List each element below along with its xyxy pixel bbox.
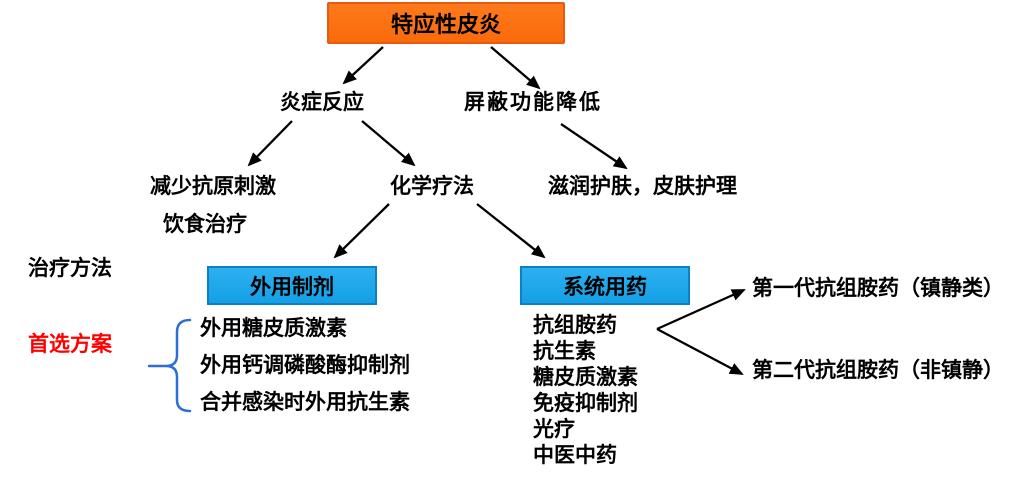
systemic-item-list: 抗组胺药 抗生素 糖皮质激素 免疫抑制剂 光疗 中医中药 — [533, 313, 638, 469]
node-atopic-dermatitis: 特应性皮炎 — [327, 2, 565, 44]
node-topical-preparations: 外用制剂 — [207, 266, 377, 305]
systemic-item: 中医中药 — [533, 444, 617, 467]
arrow-chemo-to-topical — [333, 203, 390, 259]
arrow-antihistamine-to-gen2 — [656, 327, 744, 376]
node-diet-therapy: 饮食治疗 — [163, 213, 247, 236]
node-reduce-antigen: 减少抗原刺激 — [150, 175, 276, 198]
systemic-item: 抗组胺药 — [533, 314, 617, 337]
preferred-brace — [165, 318, 192, 413]
node-moisturize: 滋润护肤，皮肤护理 — [548, 175, 737, 198]
systemic-item: 糖皮质激素 — [533, 366, 638, 389]
label-treatment-method: 治疗方法 — [28, 257, 112, 280]
systemic-item: 光疗 — [533, 418, 575, 441]
node-chemotherapy: 化学疗法 — [390, 175, 474, 198]
label-preferred-plan: 首选方案 — [28, 333, 112, 356]
systemic-item: 抗生素 — [533, 340, 596, 363]
node-systemic-medication-label: 系统用药 — [563, 275, 647, 299]
node-second-gen-antihistamine: 第二代抗组胺药（非镇静） — [752, 359, 1004, 382]
arrow-inflammation-to-chemo — [361, 120, 416, 167]
systemic-item: 免疫抑制剂 — [533, 392, 638, 415]
node-first-gen-antihistamine: 第一代抗组胺药（镇静类） — [752, 277, 1004, 300]
arrow-root-to-barrier — [490, 46, 541, 90]
topical-item: 外用钙调磷酸酶抑制剂 — [200, 354, 410, 377]
topical-item: 外用糖皮质激素 — [200, 317, 347, 340]
arrow-inflammation-to-antigen — [247, 120, 293, 167]
node-barrier-decline: 屏蔽功能降低 — [464, 91, 602, 114]
topical-item: 合并感染时外用抗生素 — [200, 391, 410, 414]
arrow-chemo-to-systemic — [476, 203, 546, 259]
arrow-root-to-inflammation — [342, 46, 384, 85]
node-systemic-medication: 系统用药 — [520, 266, 690, 305]
node-inflammation: 炎症反应 — [280, 91, 364, 114]
node-atopic-dermatitis-label: 特应性皮炎 — [390, 12, 501, 37]
arrow-barrier-to-moisturize — [560, 123, 628, 170]
node-topical-preparations-label: 外用制剂 — [250, 275, 334, 299]
